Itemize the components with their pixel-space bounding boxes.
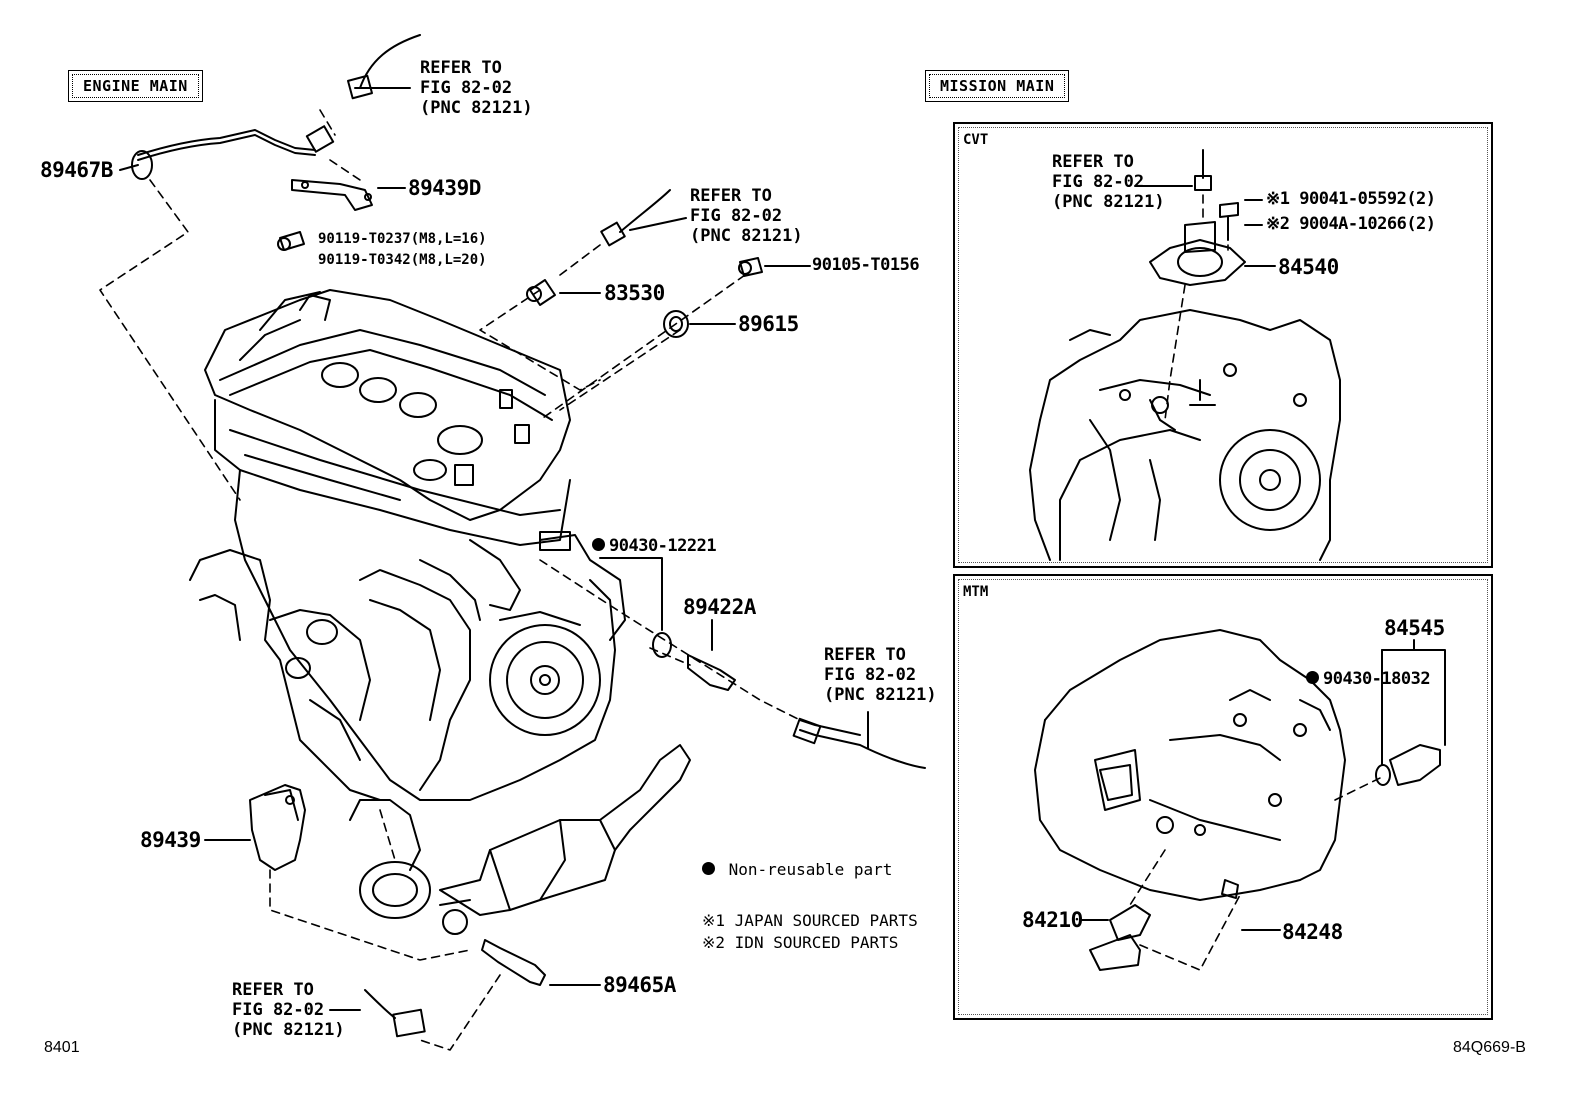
bolt1-spec: (M8,L=16): [410, 231, 487, 247]
refer-note-bottom[interactable]: REFER TO FIG 82-02 (PNC 82121): [232, 980, 345, 1040]
part-83530[interactable]: 83530: [604, 281, 665, 305]
mission-main-label: MISSION MAIN: [925, 70, 1070, 102]
engine-block-illustration: [189, 289, 691, 935]
bolt1-number: 90119-T0237: [318, 231, 411, 247]
refer-line3: (PNC 82121): [824, 685, 937, 705]
cvt-bolt-9004A-10266[interactable]: ※2 9004A-10266(2): [1266, 216, 1436, 233]
leader-lines: [119, 87, 869, 1011]
refer-note-cvt[interactable]: REFER TO FIG 82-02 (PNC 82121): [1052, 152, 1165, 212]
part-89467B[interactable]: 89467B: [40, 158, 113, 182]
refer-line2: FIG 82-02: [420, 78, 513, 98]
bolt2-spec: (M8,L=20): [410, 252, 487, 268]
refer-line1: REFER TO: [690, 186, 772, 206]
refer-note-top[interactable]: REFER TO FIG 82-02 (PNC 82121): [420, 58, 533, 118]
part-90430-12221[interactable]: 90430-12221: [592, 536, 717, 556]
part-90430-18032-label: 90430-18032: [1323, 669, 1431, 689]
refer-line1: REFER TO: [1052, 152, 1134, 172]
refer-line1: REFER TO: [824, 645, 906, 665]
mark1-icon: ※1: [1266, 189, 1290, 209]
part-84210[interactable]: 84210: [1022, 908, 1083, 932]
legend-idn-sourced: ※2 IDN SOURCED PARTS: [702, 933, 899, 952]
part-84248[interactable]: 84248: [1282, 920, 1343, 944]
refer-line3: (PNC 82121): [690, 226, 803, 246]
part-90430-18032[interactable]: 90430-18032: [1306, 669, 1431, 689]
mtm-section-title: MTM: [963, 584, 989, 600]
cvt-section: [953, 122, 1493, 568]
refer-line1: REFER TO: [420, 58, 502, 78]
bolt2-number: 90119-T0342: [318, 252, 411, 268]
refer-line3: (PNC 82121): [420, 98, 533, 118]
sensor-parts-illustration: [249, 189, 926, 1038]
part-90105-T0156[interactable]: 90105-T0156: [812, 255, 920, 275]
part-89615[interactable]: 89615: [738, 312, 799, 336]
legend-non-reusable-text: Non-reusable part: [728, 860, 893, 879]
refer-line2: FIG 82-02: [1052, 172, 1145, 192]
illustration-code: 84Q669-B: [1453, 1039, 1526, 1056]
part-90430-12221-label: 90430-12221: [609, 536, 717, 556]
refer-line3: (PNC 82121): [232, 1020, 345, 1040]
part-89465A[interactable]: 89465A: [603, 973, 676, 997]
dashed-lines: [99, 109, 801, 1051]
cvt-bolt2-label: 9004A-10266(2): [1299, 214, 1436, 234]
refer-line1: REFER TO: [232, 980, 314, 1000]
refer-line2: FIG 82-02: [232, 1000, 325, 1020]
part-89439[interactable]: 89439: [140, 828, 201, 852]
engine-main-label: ENGINE MAIN: [68, 70, 203, 102]
part-84545[interactable]: 84545: [1384, 616, 1445, 640]
part-84540[interactable]: 84540: [1278, 255, 1339, 279]
mark2-icon: ※2: [1266, 214, 1290, 234]
cvt-bolt-90041-05592[interactable]: ※1 90041-05592(2): [1266, 191, 1436, 208]
mtm-section: [953, 574, 1493, 1020]
refer-note-right[interactable]: REFER TO FIG 82-02 (PNC 82121): [824, 645, 937, 705]
non-reusable-dot-icon: [1306, 670, 1319, 684]
figure-number: 8401: [44, 1039, 80, 1056]
refer-line3: (PNC 82121): [1052, 192, 1165, 212]
legend-japan-sourced: ※1 JAPAN SOURCED PARTS: [702, 911, 918, 930]
cvt-bolt1-label: 90041-05592(2): [1299, 189, 1436, 209]
refer-line2: FIG 82-02: [690, 206, 783, 226]
part-89439D[interactable]: 89439D: [408, 176, 481, 200]
non-reusable-dot-icon: [592, 537, 605, 551]
refer-note-middle[interactable]: REFER TO FIG 82-02 (PNC 82121): [690, 186, 803, 246]
bolt-90119-T0342[interactable]: 90119-T0342(M8,L=20): [318, 253, 487, 267]
cvt-transmission-illustration: [1029, 149, 1341, 561]
legend-non-reusable: Non-reusable part: [702, 862, 892, 878]
refer-line2: FIG 82-02: [824, 665, 917, 685]
part-89422A[interactable]: 89422A: [683, 595, 756, 619]
non-reusable-dot-icon: [702, 862, 715, 875]
bolt-90119-T0237[interactable]: 90119-T0237(M8,L=16): [318, 232, 487, 246]
cvt-section-title: CVT: [963, 132, 989, 148]
oxygen-sensor-harness-illustration: [131, 34, 421, 251]
